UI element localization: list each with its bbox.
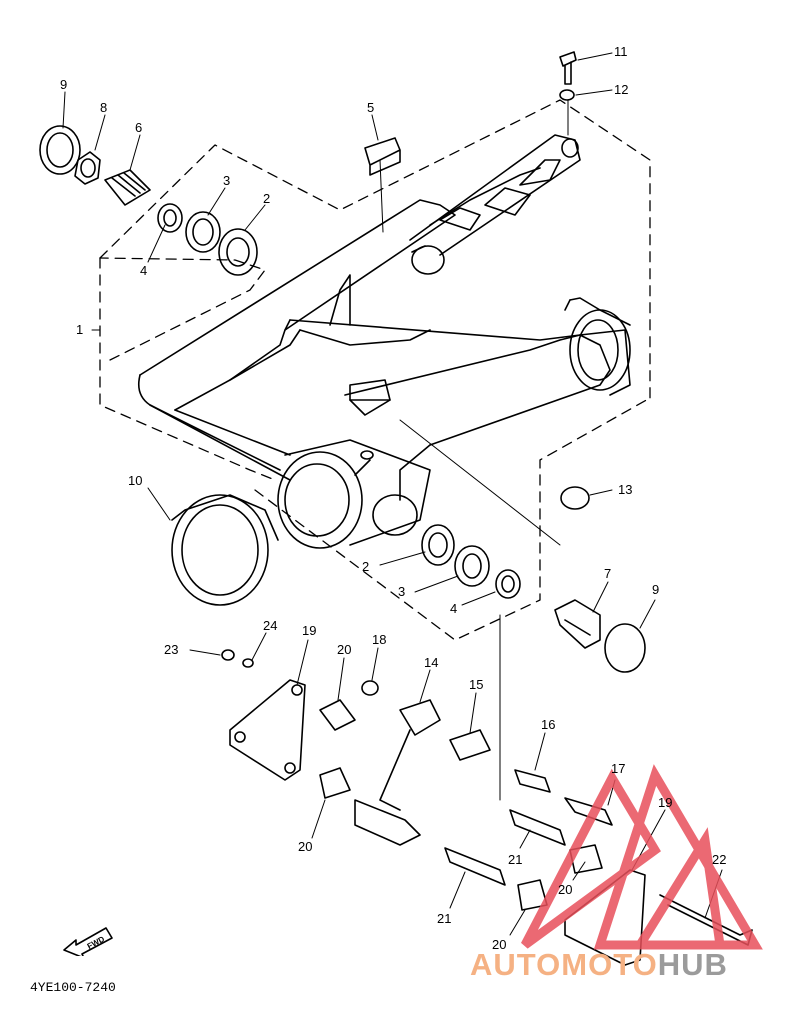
bolt-part-11 xyxy=(559,51,577,85)
callout-18: 18 xyxy=(372,632,387,647)
fwd-arrow-icon: FWD xyxy=(63,927,113,956)
callout-13: 13 xyxy=(618,482,633,497)
callout-9: 9 xyxy=(60,77,68,92)
callout-9-right: 9 xyxy=(652,582,660,597)
cap-part-13 xyxy=(560,486,590,510)
swing-arm-body xyxy=(137,199,631,549)
watermark-logo xyxy=(521,764,763,950)
callout-2-lower: 2 xyxy=(362,559,370,574)
callout-19: 19 xyxy=(302,623,317,638)
callout-3-lower: 3 xyxy=(398,584,406,599)
callout-19-right: 19 xyxy=(658,795,673,810)
pivot-bolt-part-7 xyxy=(554,599,601,649)
callout-21-left: 21 xyxy=(437,911,452,926)
callout-20: 20 xyxy=(337,642,352,657)
watermark-text-b: HUB xyxy=(657,947,728,982)
callout-11: 11 xyxy=(614,44,628,59)
cap-part-9 xyxy=(604,623,646,673)
callout-20-right: 20 xyxy=(558,882,573,897)
callout-2: 2 xyxy=(263,191,271,206)
leader-lines xyxy=(62,52,723,936)
diagram-code: 4YE100-7240 xyxy=(30,980,116,995)
assembly-outline-dashed xyxy=(99,99,651,641)
callout-4-lower: 4 xyxy=(450,601,458,616)
callout-1: 1 xyxy=(76,322,84,337)
callout-8: 8 xyxy=(100,100,108,115)
washer-part-12 xyxy=(559,89,575,101)
callout-4: 4 xyxy=(140,263,148,278)
callout-12: 12 xyxy=(614,82,629,97)
callout-3: 3 xyxy=(223,173,231,188)
pad-part-5 xyxy=(364,137,401,176)
left-bearing-stack xyxy=(39,125,258,276)
callout-16: 16 xyxy=(541,717,556,732)
callout-20-left: 20 xyxy=(298,839,313,854)
callout-20-bottom: 20 xyxy=(492,937,507,952)
swing-arm-upper-brace xyxy=(409,134,581,275)
callout-21-mid: 21 xyxy=(508,852,523,867)
callout-5: 5 xyxy=(367,100,375,115)
callout-24: 24 xyxy=(263,618,278,633)
callout-14: 14 xyxy=(424,655,439,670)
callout-23: 23 xyxy=(164,642,179,657)
right-bearing-stack xyxy=(421,524,521,599)
callout-17: 17 xyxy=(611,761,626,776)
callout-6: 6 xyxy=(135,120,143,135)
callout-10: 10 xyxy=(128,473,143,488)
watermark-text: AUTOMOTOHUB xyxy=(470,947,728,983)
watermark-text-a: AUTOMOTO xyxy=(470,947,658,982)
callout-15: 15 xyxy=(469,677,484,692)
callout-7: 7 xyxy=(604,566,612,581)
ring-part-10 xyxy=(171,494,279,606)
callout-22: 22 xyxy=(712,852,727,867)
